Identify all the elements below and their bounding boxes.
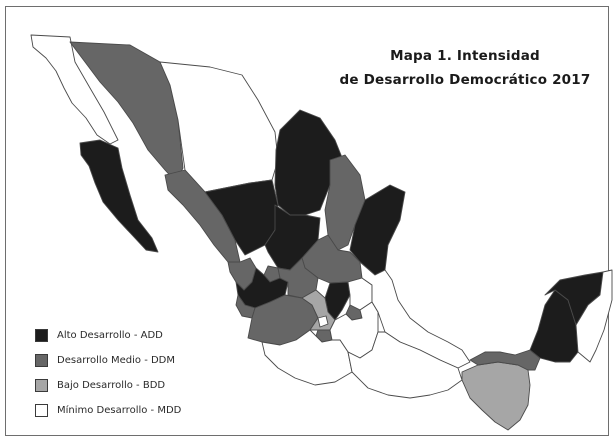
state-oaxaca	[347, 331, 463, 399]
map-title: Mapa 1. Intensidad de Desarrollo Democrá…	[330, 44, 600, 92]
state-baja-california	[30, 34, 119, 145]
map-legend: Alto Desarrollo - ADD Desarrollo Medio -…	[35, 328, 181, 428]
legend-label-mdd: Mínimo Desarrollo - MDD	[57, 404, 182, 416]
legend-label-bdd: Bajo Desarrollo - BDD	[57, 379, 166, 391]
state-baja-california-sur	[79, 139, 159, 253]
legend-swatch-mdd	[35, 403, 48, 417]
state-nuevo-leon	[324, 154, 366, 251]
legend-item-ddm: Desarrollo Medio - DDM	[35, 353, 181, 367]
legend-swatch-ddm	[35, 353, 48, 367]
state-coahuila	[274, 109, 346, 216]
map-title-line2: de Desarrollo Democrático 2017	[339, 72, 591, 88]
state-guerrero	[261, 329, 353, 386]
map-title-line1: Mapa 1. Intensidad	[390, 48, 540, 64]
legend-item-bdd: Bajo Desarrollo - BDD	[35, 378, 181, 392]
legend-item-mdd: Mínimo Desarrollo - MDD	[35, 403, 181, 417]
legend-swatch-add	[35, 328, 48, 342]
legend-item-add: Alto Desarrollo - ADD	[35, 328, 181, 342]
state-ciudad-de-mexico	[317, 315, 329, 328]
state-tabasco	[469, 349, 541, 371]
legend-label-ddm: Desarrollo Medio - DDM	[57, 354, 176, 366]
legend-swatch-bdd	[35, 378, 48, 392]
legend-label-add: Alto Desarrollo - ADD	[57, 329, 163, 341]
state-chiapas	[461, 361, 531, 431]
state-quintana-roo	[575, 269, 613, 363]
